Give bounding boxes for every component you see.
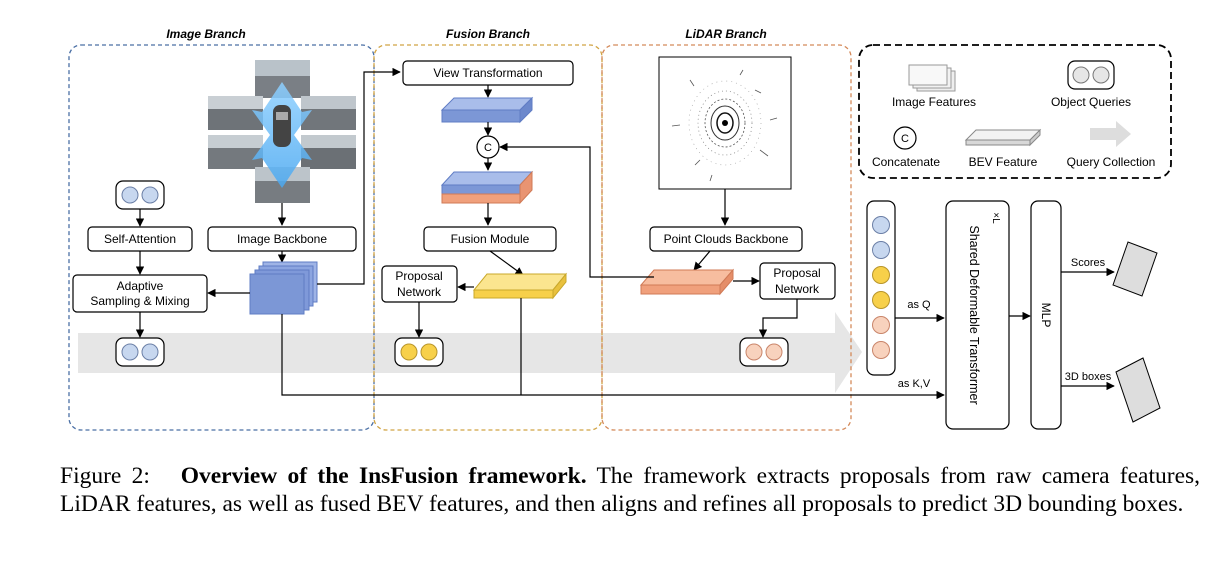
transformer-label: Shared Deformable Transformer bbox=[967, 225, 981, 404]
self-attention-label: Self-Attention bbox=[104, 232, 176, 246]
figure-caption: Figure 2: Overview of the InsFusion fram… bbox=[60, 463, 1200, 518]
query-collection-legend-icon bbox=[1090, 121, 1131, 147]
bev-feature-legend-icon bbox=[964, 129, 1042, 141]
fusion-proposal-label-2: Network bbox=[397, 285, 442, 299]
point-cloud-image bbox=[658, 56, 792, 190]
framework-diagram: Image Branch Fusion Branch LiDAR Branch … bbox=[68, 27, 1172, 431]
lidar-branch-region bbox=[601, 44, 852, 431]
image-feature-stack bbox=[249, 261, 318, 315]
concatenate-legend-icon bbox=[893, 126, 917, 150]
camera-bev-feature bbox=[440, 96, 534, 124]
mlp-label: MLP bbox=[1039, 303, 1053, 328]
transformer-repeat-label: ×L bbox=[990, 212, 1001, 224]
figure-title: Overview of the InsFusion framework. bbox=[180, 463, 587, 489]
concatenate-node-label: C bbox=[484, 142, 492, 154]
fusion-branch-proposals bbox=[394, 337, 444, 367]
lidar-proposal-label-2: Network bbox=[775, 282, 820, 296]
fusion-module-label: Fusion Module bbox=[451, 232, 530, 246]
figure-body: The framework extracts proposals from ra… bbox=[60, 463, 1201, 517]
mlp-block bbox=[1030, 200, 1062, 430]
lidar-bev-feature bbox=[639, 268, 735, 296]
legend-bev-feature: BEV Feature bbox=[969, 155, 1038, 169]
legend-concatenate: Concatenate bbox=[872, 155, 940, 169]
collected-queries bbox=[866, 200, 896, 376]
scores-output-box bbox=[1112, 241, 1158, 297]
scores-label: Scores bbox=[1071, 257, 1106, 269]
point-clouds-backbone-label: Point Clouds Backbone bbox=[664, 232, 789, 246]
bev-feature-legend-side bbox=[965, 139, 1031, 146]
bev-feature-legend-edge bbox=[1029, 128, 1041, 147]
boxes-3d-output-box bbox=[1115, 357, 1161, 423]
as-q-label: as Q bbox=[907, 299, 931, 311]
object-queries-legend-icon bbox=[1067, 60, 1115, 90]
lidar-proposal-label-1: Proposal bbox=[773, 266, 820, 280]
adaptive-label-2: Sampling & Mixing bbox=[90, 294, 189, 308]
view-transformation-label: View Transformation bbox=[433, 66, 542, 80]
fusion-branch-title: Fusion Branch bbox=[446, 27, 530, 41]
fusion-proposal-label-1: Proposal bbox=[395, 269, 442, 283]
lidar-branch-proposals bbox=[739, 337, 789, 367]
legend-concat-symbol: C bbox=[901, 133, 909, 145]
camera-images bbox=[208, 60, 356, 203]
as-kv-label: as K,V bbox=[898, 378, 931, 390]
figure-label: Figure 2: bbox=[60, 463, 150, 489]
image-branch-proposals bbox=[115, 337, 165, 367]
lidar-branch-title: LiDAR Branch bbox=[685, 27, 766, 41]
legend-box bbox=[858, 44, 1172, 179]
query-collection-arrow bbox=[78, 312, 862, 393]
image-branch-region bbox=[68, 44, 375, 431]
image-branch-title: Image Branch bbox=[166, 27, 245, 41]
image-features-legend-icon bbox=[908, 64, 956, 92]
legend-object-queries: Object Queries bbox=[1051, 95, 1131, 109]
legend-query-collection: Query Collection bbox=[1067, 155, 1156, 169]
point-clouds-backbone-block bbox=[649, 226, 803, 252]
fusion-branch-region bbox=[373, 44, 603, 431]
image-backbone-label: Image Backbone bbox=[237, 232, 327, 246]
fused-bev-feature bbox=[472, 272, 568, 300]
legend-image-features: Image Features bbox=[892, 95, 976, 109]
image-object-queries bbox=[115, 180, 165, 210]
3d-boxes-label: 3D boxes bbox=[1065, 371, 1112, 383]
adaptive-label-1: Adaptive bbox=[117, 279, 164, 293]
shared-deformable-transformer bbox=[945, 200, 1010, 430]
concatenated-bev-feature bbox=[440, 170, 534, 205]
